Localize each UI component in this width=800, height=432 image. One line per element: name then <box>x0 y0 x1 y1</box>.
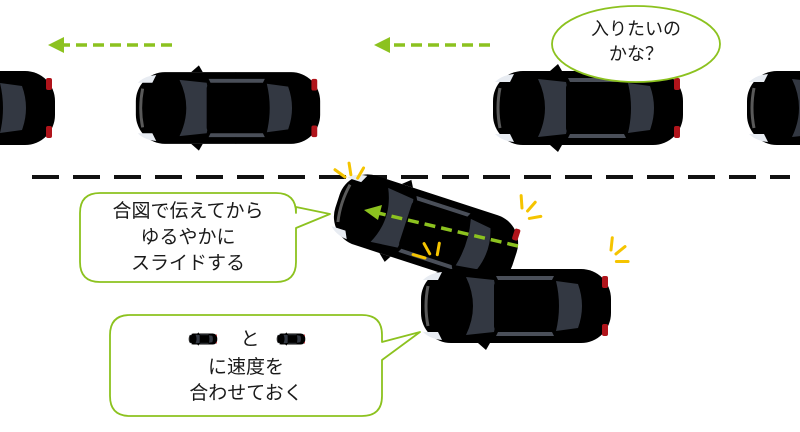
blue-car <box>134 63 322 153</box>
speed-speech-bubble <box>109 314 421 417</box>
dashed-left-arrow-icon <box>374 37 490 53</box>
mini-blue-car-icon <box>188 332 218 346</box>
thought-line-2: かな？ <box>609 44 663 65</box>
signal-speech-bubble <box>79 192 331 283</box>
signal-line-3: スライドする <box>130 252 245 274</box>
white-car-left-partial <box>0 62 57 154</box>
speed-line-2: 合わせておく <box>189 382 303 404</box>
speed-bubble-text: に速度を 合わせておく <box>130 354 362 406</box>
turn-signal-flash-icon <box>603 236 636 267</box>
speed-line-1: に速度を <box>207 356 284 378</box>
dashed-left-arrow-icon <box>48 37 172 53</box>
mini-red-car-icon <box>276 332 306 346</box>
thought-line-1: 入りたいの <box>591 19 681 40</box>
signal-bubble-text: 合図で伝えてから ゆるやかに スライドする <box>90 198 286 276</box>
speed-connector-text: と <box>240 328 260 350</box>
thought-bubble-text: 入りたいの かな？ <box>586 17 686 67</box>
signal-line-1: 合図で伝えてから <box>112 200 264 222</box>
white-car-right-partial <box>745 62 800 154</box>
merge-arrow-icon <box>364 205 519 248</box>
signal-line-2: ゆるやかに <box>140 226 236 248</box>
thought-bubble <box>551 5 721 83</box>
turn-signal-flash-icon <box>515 194 546 222</box>
own-white-car <box>419 260 613 352</box>
